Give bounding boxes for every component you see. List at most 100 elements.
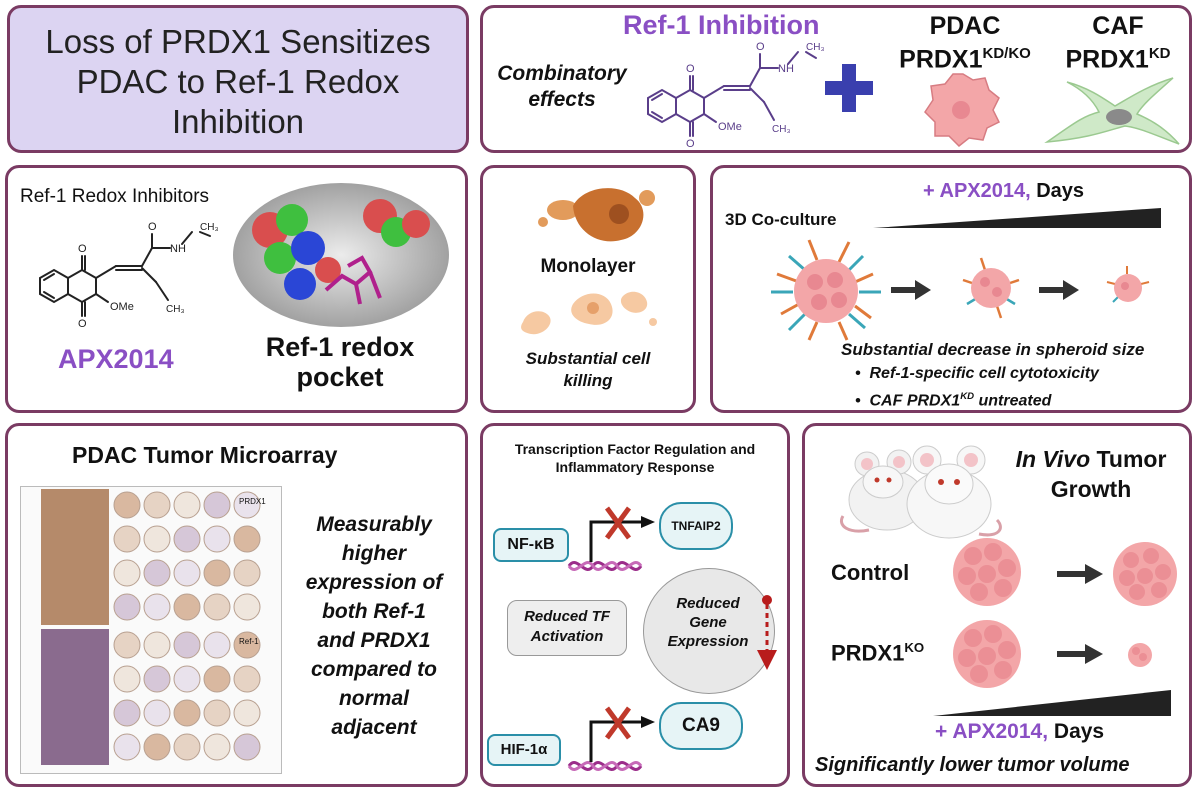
inh-ome: OMe	[110, 301, 134, 313]
tissue-core	[113, 699, 141, 727]
microarray-text-line: adjacent	[331, 716, 417, 739]
redox-pocket-icon	[233, 183, 449, 327]
cell-killing-label: Substantial cell killing	[483, 348, 693, 392]
tma-prdx1-label: PRDX1	[239, 497, 266, 506]
arrow-right-icon-4	[1057, 644, 1103, 664]
monolayer-cells-icon	[538, 188, 655, 242]
reduced-tf-box: Reduced TF Activation	[507, 600, 627, 656]
tissue-core	[143, 631, 171, 659]
tissue-core	[173, 525, 201, 553]
mol-ch3-bottom: CH₃	[772, 124, 791, 135]
apx2014-structure-icon: O O O NH CH₃ CH₃ OMe	[647, 41, 825, 150]
invivo-title: In Vivo Tumor Growth	[1001, 444, 1181, 504]
invivo-title-line2: Growth	[1050, 476, 1132, 502]
tissue-core	[143, 699, 171, 727]
reduced-tf-line2: Activation	[530, 628, 604, 645]
tissue-core	[233, 525, 261, 553]
killed-cells-icon	[521, 291, 657, 335]
spheroid-small-icon	[1106, 266, 1150, 303]
inh-o-top: O	[78, 243, 87, 255]
pdac-prdx1-text: PRDX1KD/KO	[899, 45, 1031, 74]
spheroid-medium-icon	[962, 257, 1020, 319]
tissue-core	[173, 699, 201, 727]
microarray-text-line: normal	[338, 687, 409, 710]
tissue-core	[113, 559, 141, 587]
inh-nh: NH	[170, 243, 186, 255]
tissue-core	[143, 665, 171, 693]
microarray-title: PDAC Tumor Microarray	[72, 442, 338, 468]
tissue-core	[233, 665, 261, 693]
title-panel: Loss of PRDX1 Sensitizes PDAC to Ref-1 R…	[7, 5, 469, 153]
inhibitor-structure-icon: O O O NH CH₃ CH₃ OMe	[39, 221, 219, 330]
tissue-core	[203, 559, 231, 587]
tissue-cores-icon	[41, 489, 261, 765]
caf-text: CAF	[1092, 12, 1144, 40]
pocket-label: Ref-1 redox pocket	[240, 332, 440, 392]
inh-ch3-top: CH₃	[200, 222, 219, 233]
combinatory-panel: Ref-1 Inhibition Combinatory effects O O…	[480, 5, 1192, 153]
pdac-label: PDAC PRDX1KD/KO	[895, 12, 1035, 73]
caf-label: CAF PRDX1KD	[1048, 12, 1188, 73]
tissue-core	[203, 699, 231, 727]
tissue-core	[233, 559, 261, 587]
tissue-core	[143, 733, 171, 761]
mol-o-top: O	[686, 63, 695, 75]
down-arrow-icon	[757, 595, 777, 670]
cell-killing-line2: killing	[563, 371, 613, 390]
tissue-core	[173, 665, 201, 693]
tissue-core	[203, 665, 231, 693]
tissue-core	[143, 593, 171, 621]
prdx1-ko-label: PRDX1KO	[831, 640, 925, 666]
inh-o-amide: O	[148, 221, 157, 233]
tissue-core	[143, 525, 171, 553]
invivo-panel: In Vivo Tumor Growth Control PRDX1KO	[802, 423, 1192, 787]
reduced-gene-label: Reduced Gene Expression	[643, 594, 773, 651]
inhibitors-heading: Ref-1 Redox Inhibitors	[20, 186, 210, 207]
tissue-core	[113, 593, 141, 621]
tissue-core	[113, 665, 141, 693]
microarray-text-line: higher	[341, 542, 407, 565]
tissue-core	[113, 733, 141, 761]
coculture-apx-label: + APX2014, Days	[923, 180, 1084, 203]
tissue-core	[173, 491, 201, 519]
reduced-gene-line1: Reduced	[676, 595, 740, 612]
tissue-core	[233, 631, 261, 659]
mol-ch3-top: CH₃	[806, 42, 825, 53]
arrow-right-icon-2	[1039, 280, 1079, 300]
microarray-panel: PDAC Tumor Microarray PRDX1 Ref-1 Measur…	[5, 423, 468, 787]
bullet-cytotoxicity: • Ref-1-specific cell cytotoxicity	[855, 365, 1099, 382]
reduced-gene-line2: Gene	[689, 614, 727, 631]
compound-name: APX2014	[58, 344, 174, 374]
arrow-right-icon-3	[1057, 564, 1103, 584]
inh-o-bottom: O	[78, 318, 87, 330]
tissue-core	[233, 733, 261, 761]
coculture-apx-text: + APX2014,	[923, 180, 1031, 202]
tissue-core	[233, 491, 261, 519]
tissue-core	[173, 631, 201, 659]
tissue-core	[113, 491, 141, 519]
reduced-tf-line1: Reduced TF	[524, 608, 610, 625]
tissue-core	[203, 733, 231, 761]
cell-killing-line1: Substantial cell	[525, 349, 651, 368]
tissue-core	[173, 593, 201, 621]
tissue-core	[203, 631, 231, 659]
mice-icon	[840, 445, 1002, 539]
tma-section-image	[41, 629, 109, 765]
control-label: Control	[831, 560, 910, 585]
coculture-panel: + APX2014, Days 3D Co-culture	[710, 165, 1192, 413]
tissue-core	[113, 525, 141, 553]
hif-promoter-arrow-icon	[567, 706, 655, 771]
tumor-control-end-icon	[1113, 542, 1177, 606]
tumor-ko-end-icon	[1128, 643, 1152, 667]
dose-wedge-icon	[873, 208, 1161, 228]
tf-regulation-panel: Transcription Factor Regulation and Infl…	[480, 423, 790, 787]
plus-icon	[825, 64, 873, 112]
microarray-text-line: expression of	[305, 571, 443, 594]
invivo-footer: Significantly lower tumor volume	[815, 754, 1130, 776]
invivo-apx-label: + APX2014, Days	[935, 720, 1104, 744]
microarray-text-line: Measurably	[316, 513, 432, 536]
microarray-text-line: both Ref-1	[322, 600, 426, 623]
reduced-gene-line3: Expression	[667, 633, 749, 650]
tumor-large-icon	[953, 538, 1021, 606]
dose-wedge-icon-2	[933, 690, 1171, 716]
